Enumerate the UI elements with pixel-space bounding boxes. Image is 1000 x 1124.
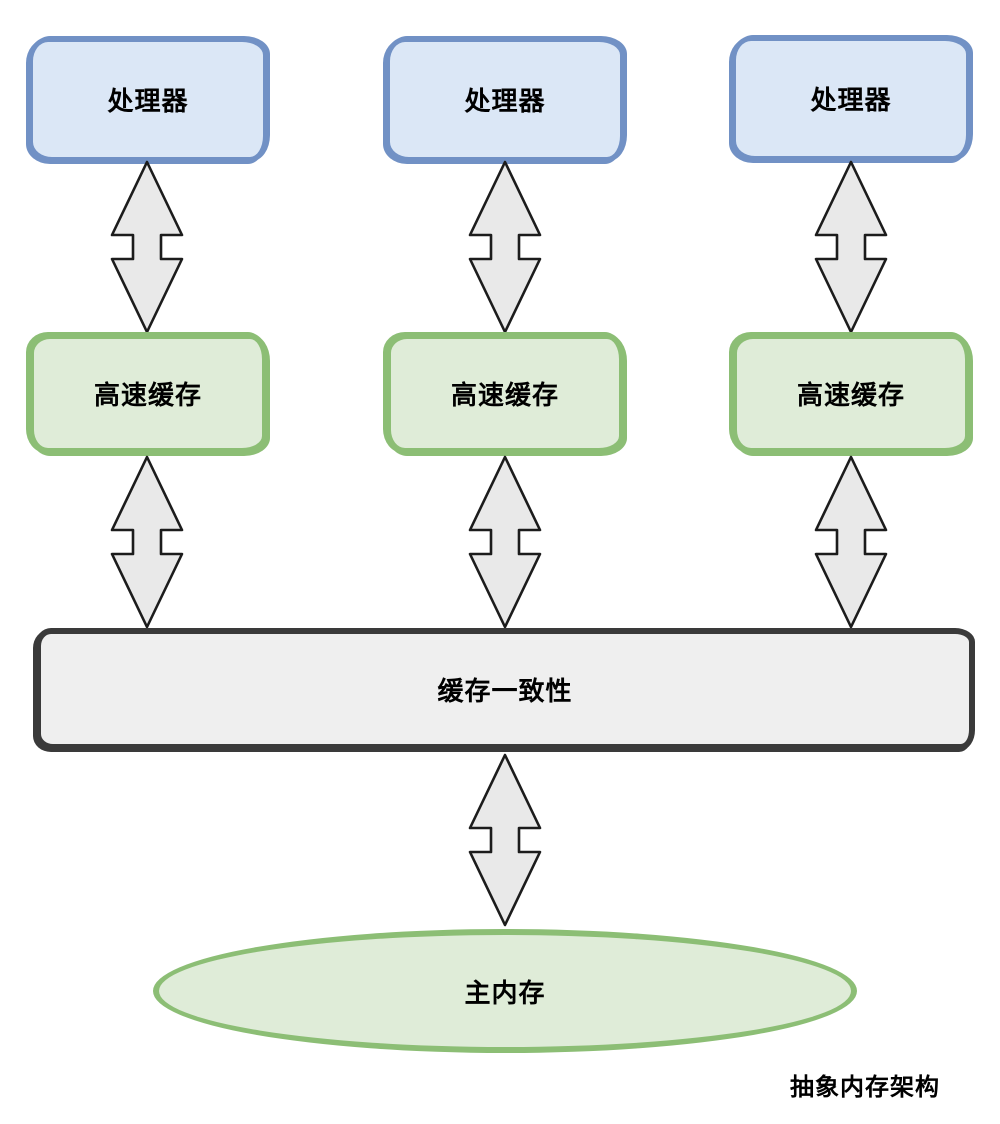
bidirectional-arrow-icon xyxy=(468,160,542,334)
bidirectional-arrow-icon xyxy=(110,160,184,334)
processor-box-1: 处理器 xyxy=(28,37,268,162)
processor-box-2: 处理器 xyxy=(385,37,625,162)
bidirectional-arrow-icon xyxy=(814,455,888,629)
bidirectional-arrow-icon xyxy=(468,753,542,927)
bidirectional-arrow-icon xyxy=(814,160,888,334)
cache-coherence-bar: 缓存一致性 xyxy=(35,628,975,750)
bidirectional-arrow-icon xyxy=(110,455,184,629)
cache-label: 高速缓存 xyxy=(796,380,905,410)
processor-label: 处理器 xyxy=(464,86,546,116)
cache-coherence-label: 缓存一致性 xyxy=(437,675,573,706)
processor-label: 处理器 xyxy=(810,85,892,115)
main-memory-ellipse: 主内存 xyxy=(153,929,857,1053)
cache-box-2: 高速缓存 xyxy=(385,333,625,454)
diagram-caption: 抽象内存架构 xyxy=(790,1073,940,1101)
bidirectional-arrow-icon xyxy=(468,455,542,629)
cache-label: 高速缓存 xyxy=(93,380,202,410)
cache-box-1: 高速缓存 xyxy=(28,333,268,454)
main-memory-label: 主内存 xyxy=(464,977,546,1008)
processor-box-3: 处理器 xyxy=(731,36,971,161)
cache-box-3: 高速缓存 xyxy=(731,333,971,454)
processor-label: 处理器 xyxy=(107,86,189,116)
cache-label: 高速缓存 xyxy=(450,380,559,410)
